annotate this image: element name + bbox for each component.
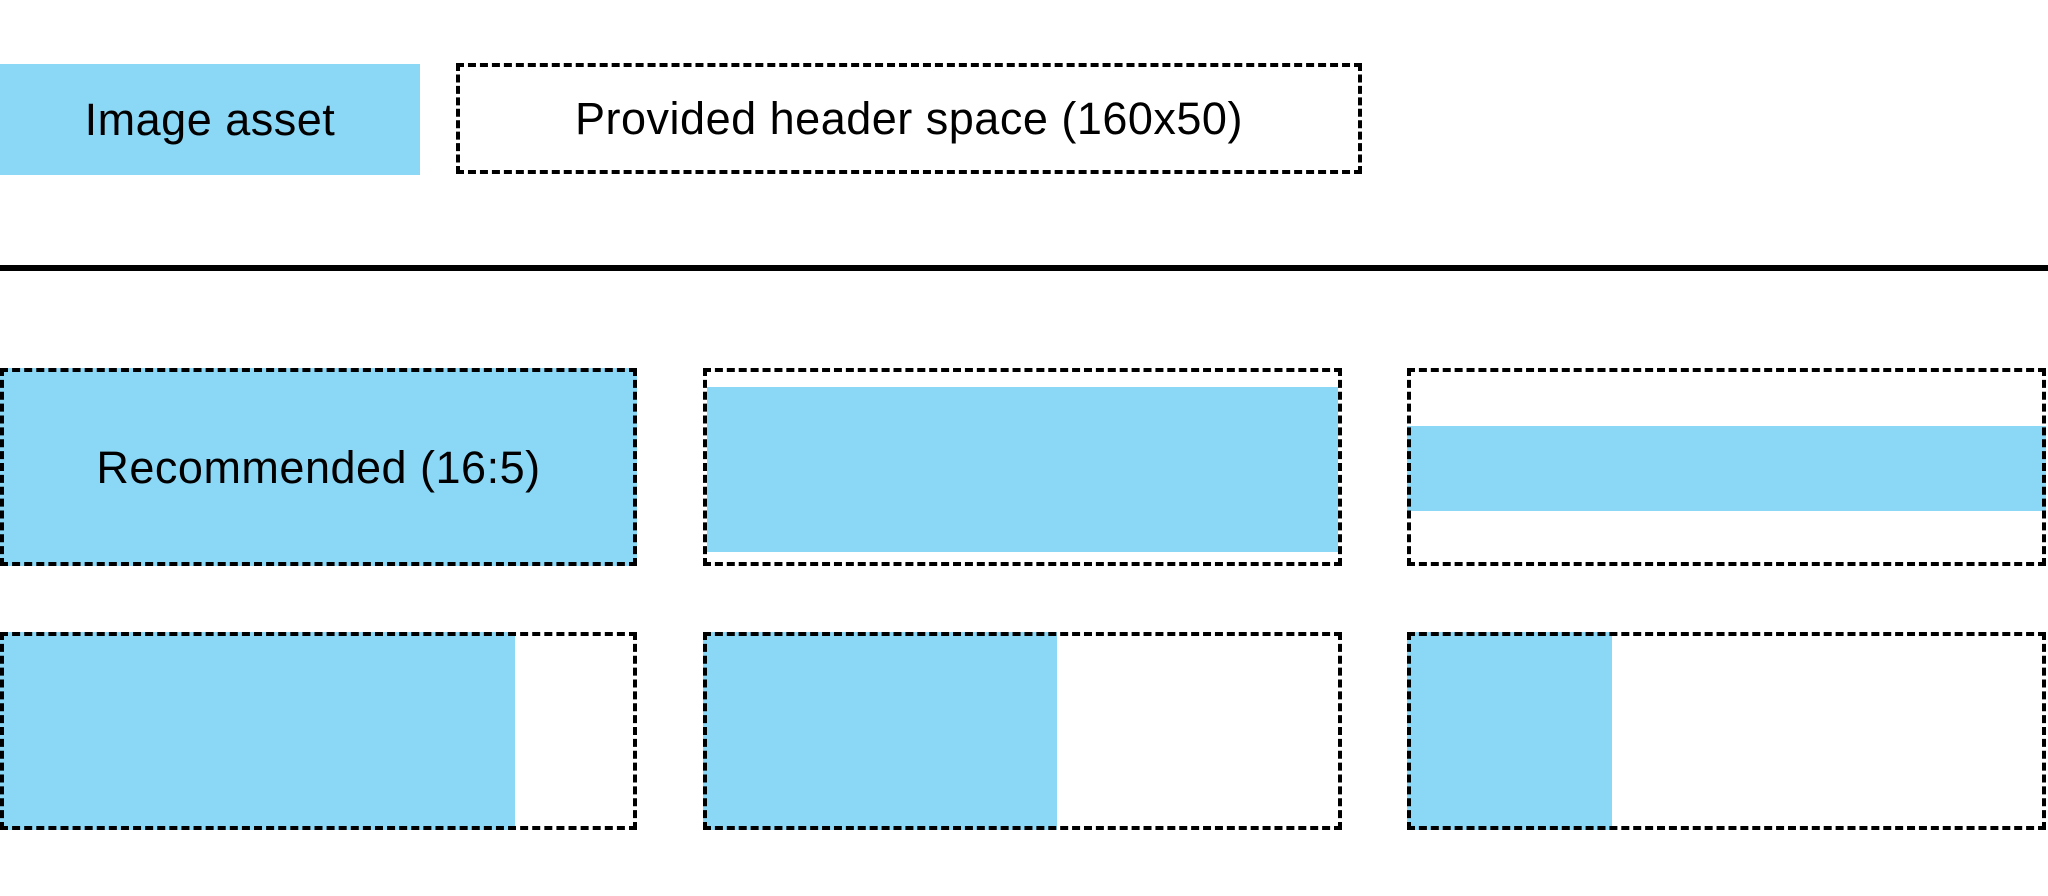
legend-header-space-label: Provided header space (160x50) bbox=[575, 93, 1243, 144]
image-asset-fill bbox=[703, 632, 1057, 830]
recommended-ratio-label: Recommended (16:5) bbox=[96, 441, 541, 493]
legend-image-asset-label: Image asset bbox=[84, 94, 336, 145]
image-asset-fill bbox=[0, 632, 515, 830]
legend-header-space-outline: Provided header space (160x50) bbox=[456, 63, 1362, 174]
image-asset-fill bbox=[707, 387, 1338, 552]
example-box-tallest-asset bbox=[1407, 632, 2046, 830]
example-box-tall-asset bbox=[0, 632, 637, 830]
example-box-taller-asset bbox=[703, 632, 1342, 830]
example-box-wide-asset bbox=[703, 368, 1342, 566]
image-asset-fill bbox=[1407, 426, 2046, 511]
example-box-wider-asset bbox=[1407, 368, 2046, 566]
image-asset-fill bbox=[1407, 632, 1612, 830]
legend-image-asset-swatch: Image asset bbox=[0, 64, 420, 175]
section-divider-line bbox=[0, 265, 2048, 271]
example-box-recommended: Recommended (16:5) bbox=[0, 368, 637, 566]
image-asset-fill bbox=[0, 368, 637, 566]
